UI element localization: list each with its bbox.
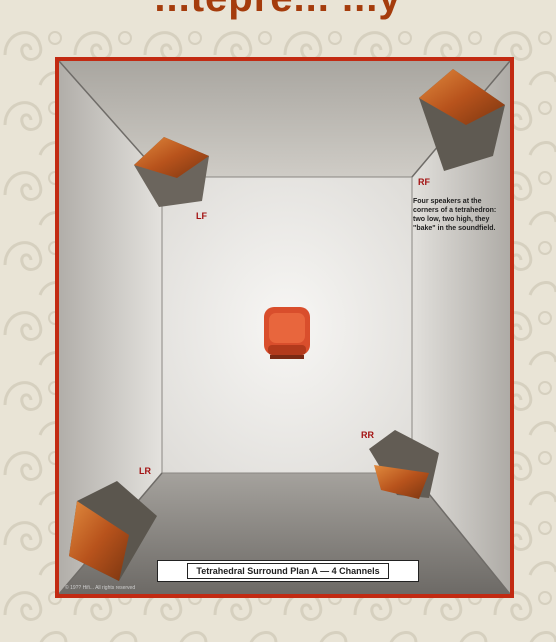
listener-seat [264, 307, 310, 359]
diagram-note: Four speakers at the corners of a tetrah… [413, 197, 505, 233]
speaker-label-rf: RF [418, 177, 430, 187]
room-diagram [59, 61, 510, 594]
speaker-label-rr: RR [361, 430, 374, 440]
speaker-label-lr: LR [139, 466, 151, 476]
speaker-label-lf: LF [196, 211, 207, 221]
page-title: ...tepre... ...y [0, 0, 556, 20]
copyright-text: © 19?? Hifi... All rights reserved [65, 585, 135, 591]
diagram-frame: LF RF LR RR Four speakers at the corners… [55, 57, 514, 598]
diagram-caption: Tetrahedral Surround Plan A — 4 Channels [187, 563, 388, 579]
caption-box: Tetrahedral Surround Plan A — 4 Channels [157, 560, 419, 582]
title-strip: ...tepre... ...y [0, 0, 556, 20]
